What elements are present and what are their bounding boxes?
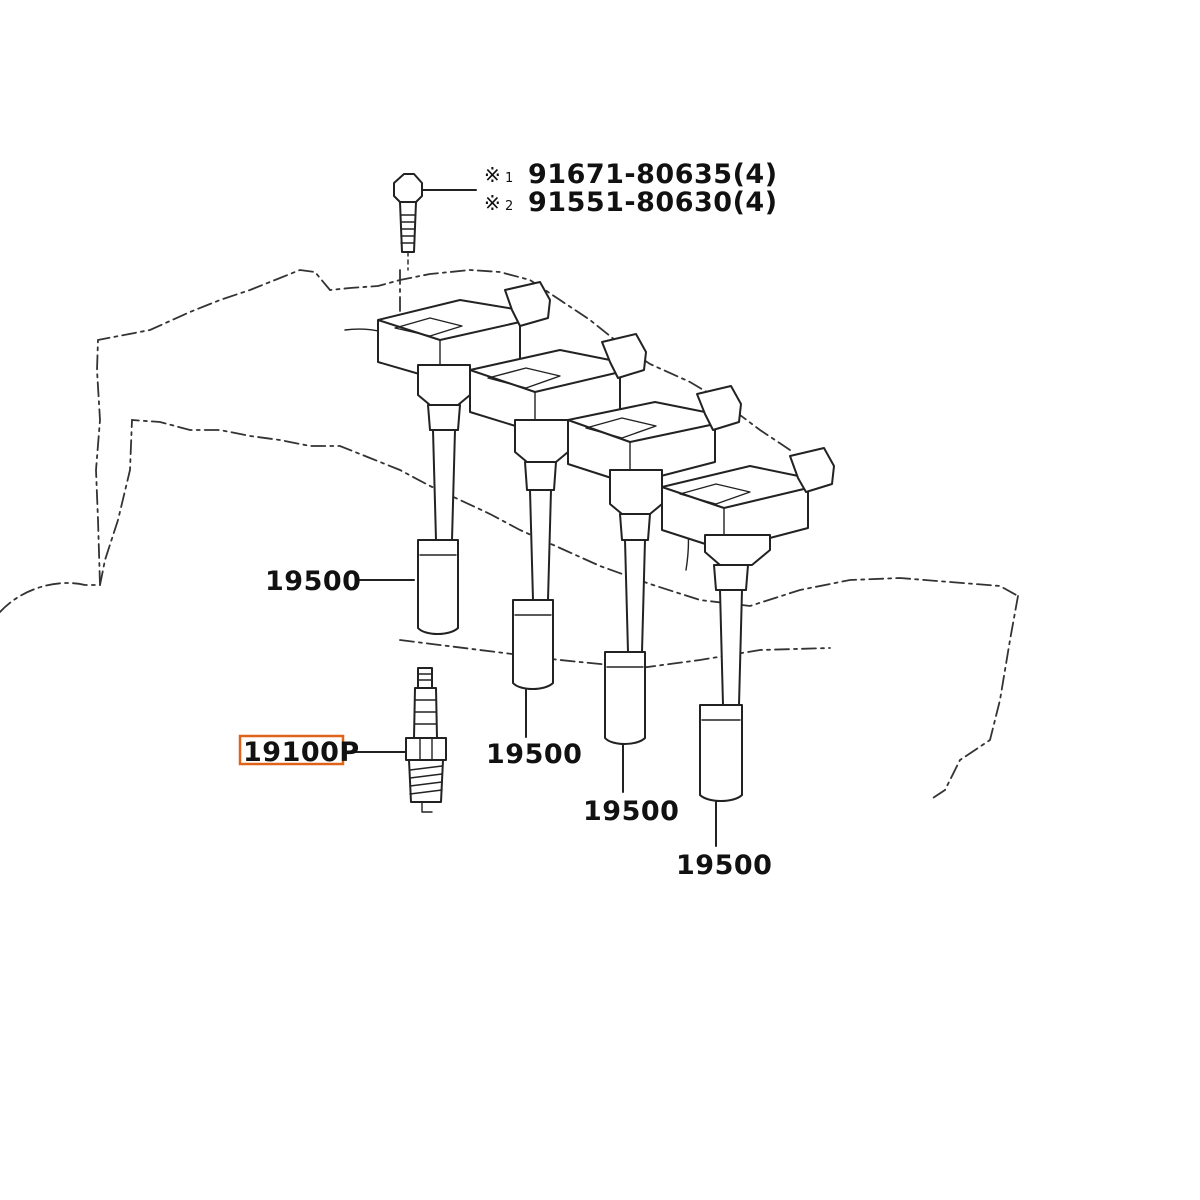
bolt-part-number-2: 91551-80630(4): [528, 187, 778, 218]
bolt-callout-1: ※ 1 91671-80635(4): [484, 159, 778, 190]
bolt-part-number-1: 91671-80635(4): [528, 159, 778, 190]
spark-plug: [405, 667, 447, 813]
coil-part-label-3[interactable]: 19500: [583, 796, 679, 827]
ignition-coil-4: [661, 447, 835, 802]
bolt-callout-2: ※ 2 91551-80630(4): [484, 187, 778, 218]
coil-part-label-1[interactable]: 19500: [265, 566, 361, 597]
coil-part-label-4[interactable]: 19500: [676, 850, 772, 881]
leader-lines: [342, 189, 717, 847]
spark-plug-highlight-box: [238, 734, 345, 766]
coil-part-label-2[interactable]: 19500: [486, 739, 582, 770]
ignition-coil-2: [469, 333, 647, 690]
reference-mark: ※: [484, 163, 501, 187]
ignition-coil-3: [567, 385, 742, 745]
reference-mark: ※: [484, 191, 501, 215]
reference-index: 2: [505, 199, 513, 214]
ignition-coil-1: [377, 281, 551, 635]
reference-index: 1: [505, 171, 513, 186]
spark-plug-part-label[interactable]: 19100P: [243, 737, 360, 768]
coil-bolt: [393, 173, 423, 271]
